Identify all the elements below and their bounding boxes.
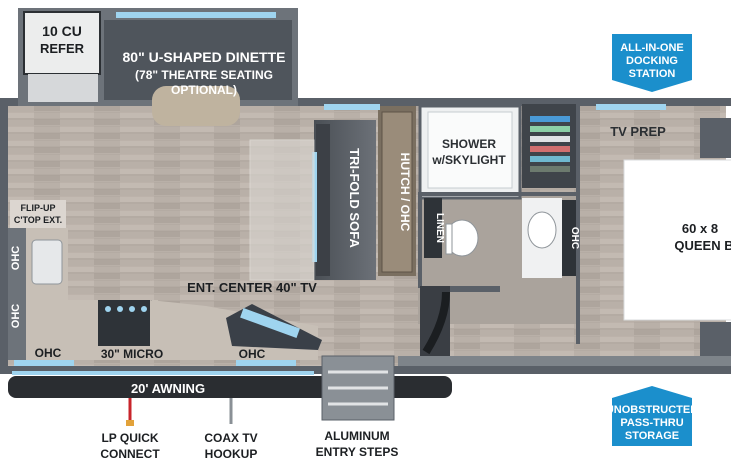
shower-label-1: SHOWER — [442, 137, 496, 151]
door-swing — [422, 291, 450, 355]
ohc-ent-label: OHC — [239, 347, 266, 361]
flip-up-box — [10, 200, 66, 228]
dinette-label-3: OPTIONAL) — [171, 83, 237, 97]
bed-label-2: QUEEN B — [674, 238, 731, 253]
sofa-back — [316, 124, 330, 276]
steps-label-1: ALUMINUM — [324, 429, 389, 443]
dinette-label-1: 80" U-SHAPED DINETTE — [123, 49, 286, 65]
steps-label-2: ENTRY STEPS — [316, 445, 399, 459]
awning-label: 20' AWNING — [131, 381, 205, 396]
docking-label-1: ALL-IN-ONE — [620, 42, 684, 54]
coax-label-1: COAX TV — [204, 431, 257, 445]
top-wall-mid — [292, 98, 731, 106]
bedroom-window-top — [596, 104, 666, 110]
coax-label-2: HOOKUP — [205, 447, 258, 461]
entry-step-lines — [328, 370, 388, 406]
docking-label-2: DOCKING — [626, 55, 678, 67]
hutch-inner — [381, 111, 413, 273]
dinette-table — [152, 86, 240, 126]
docking-label-3: STATION — [629, 68, 676, 80]
lp-label-1: LP QUICK — [101, 431, 158, 445]
nightstand-top — [700, 118, 731, 158]
linen-cabinet — [424, 198, 442, 258]
refer-label-1: 10 CU — [42, 23, 82, 39]
kitchen-ohc-left — [8, 228, 26, 360]
bath-wall-mid — [420, 192, 580, 196]
bath-wall-left — [418, 192, 422, 288]
storage-callout — [612, 386, 692, 446]
micro-label: 30" MICRO — [101, 347, 163, 361]
kitchen-sink — [31, 239, 63, 285]
linen-label: LINEN — [434, 213, 445, 243]
bath-door-wall — [420, 286, 500, 292]
bed — [623, 159, 731, 321]
stove-burners — [105, 306, 147, 312]
closet-clothes — [530, 116, 570, 172]
storage-label-3: STORAGE — [625, 430, 679, 442]
sofa-label: TRI-FOLD SOFA — [347, 148, 362, 248]
storage-strip — [398, 356, 731, 366]
kitchen-window — [14, 360, 74, 366]
ohc-left-upper-label: OHC — [10, 246, 22, 271]
ent-window — [236, 360, 296, 366]
awning-light — [12, 371, 314, 375]
top-window — [324, 104, 380, 110]
tv-screen — [240, 308, 300, 338]
ent-center-label: ENT. CENTER 40" TV — [187, 280, 317, 295]
bath-ohc — [560, 200, 576, 276]
left-wall — [0, 104, 8, 368]
toilet-tank — [445, 223, 453, 255]
shower-label-2: w/SKYLIGHT — [431, 153, 506, 167]
bath-sink — [527, 211, 557, 249]
ohc-left-lower-label: OHC — [10, 304, 22, 329]
storage-label-2: PASS-THRU — [620, 417, 683, 429]
nightstand-bottom — [700, 322, 731, 362]
lp-label-2: CONNECT — [100, 447, 160, 461]
bath-ohc-label: OHC — [569, 227, 580, 249]
dinette-window — [116, 12, 276, 18]
flip-up-label-1: FLIP-UP — [21, 203, 56, 213]
tv-prep-label: TV PREP — [610, 124, 666, 139]
ohc-kitchen-label: OHC — [35, 346, 62, 360]
shower-pan — [427, 111, 513, 189]
lp-connector-tip — [126, 420, 134, 426]
refer-base — [28, 74, 98, 102]
refer-label-2: REFER — [40, 41, 85, 56]
refer-box — [23, 11, 101, 75]
docking-callout — [612, 34, 692, 92]
bed-label-1: 60 x 8 — [682, 221, 718, 236]
ceiling-light — [249, 139, 315, 281]
storage-label-1: UNOBSTRUCTED — [606, 404, 698, 416]
bath-wall-right — [576, 104, 580, 344]
flip-up-label-2: C'TOP EXT. — [14, 215, 62, 225]
hutch-label: HUTCH / OHC — [398, 153, 412, 232]
dinette-label-2: (78" THEATRE SEATING — [135, 68, 273, 82]
top-wall-left — [0, 98, 24, 106]
